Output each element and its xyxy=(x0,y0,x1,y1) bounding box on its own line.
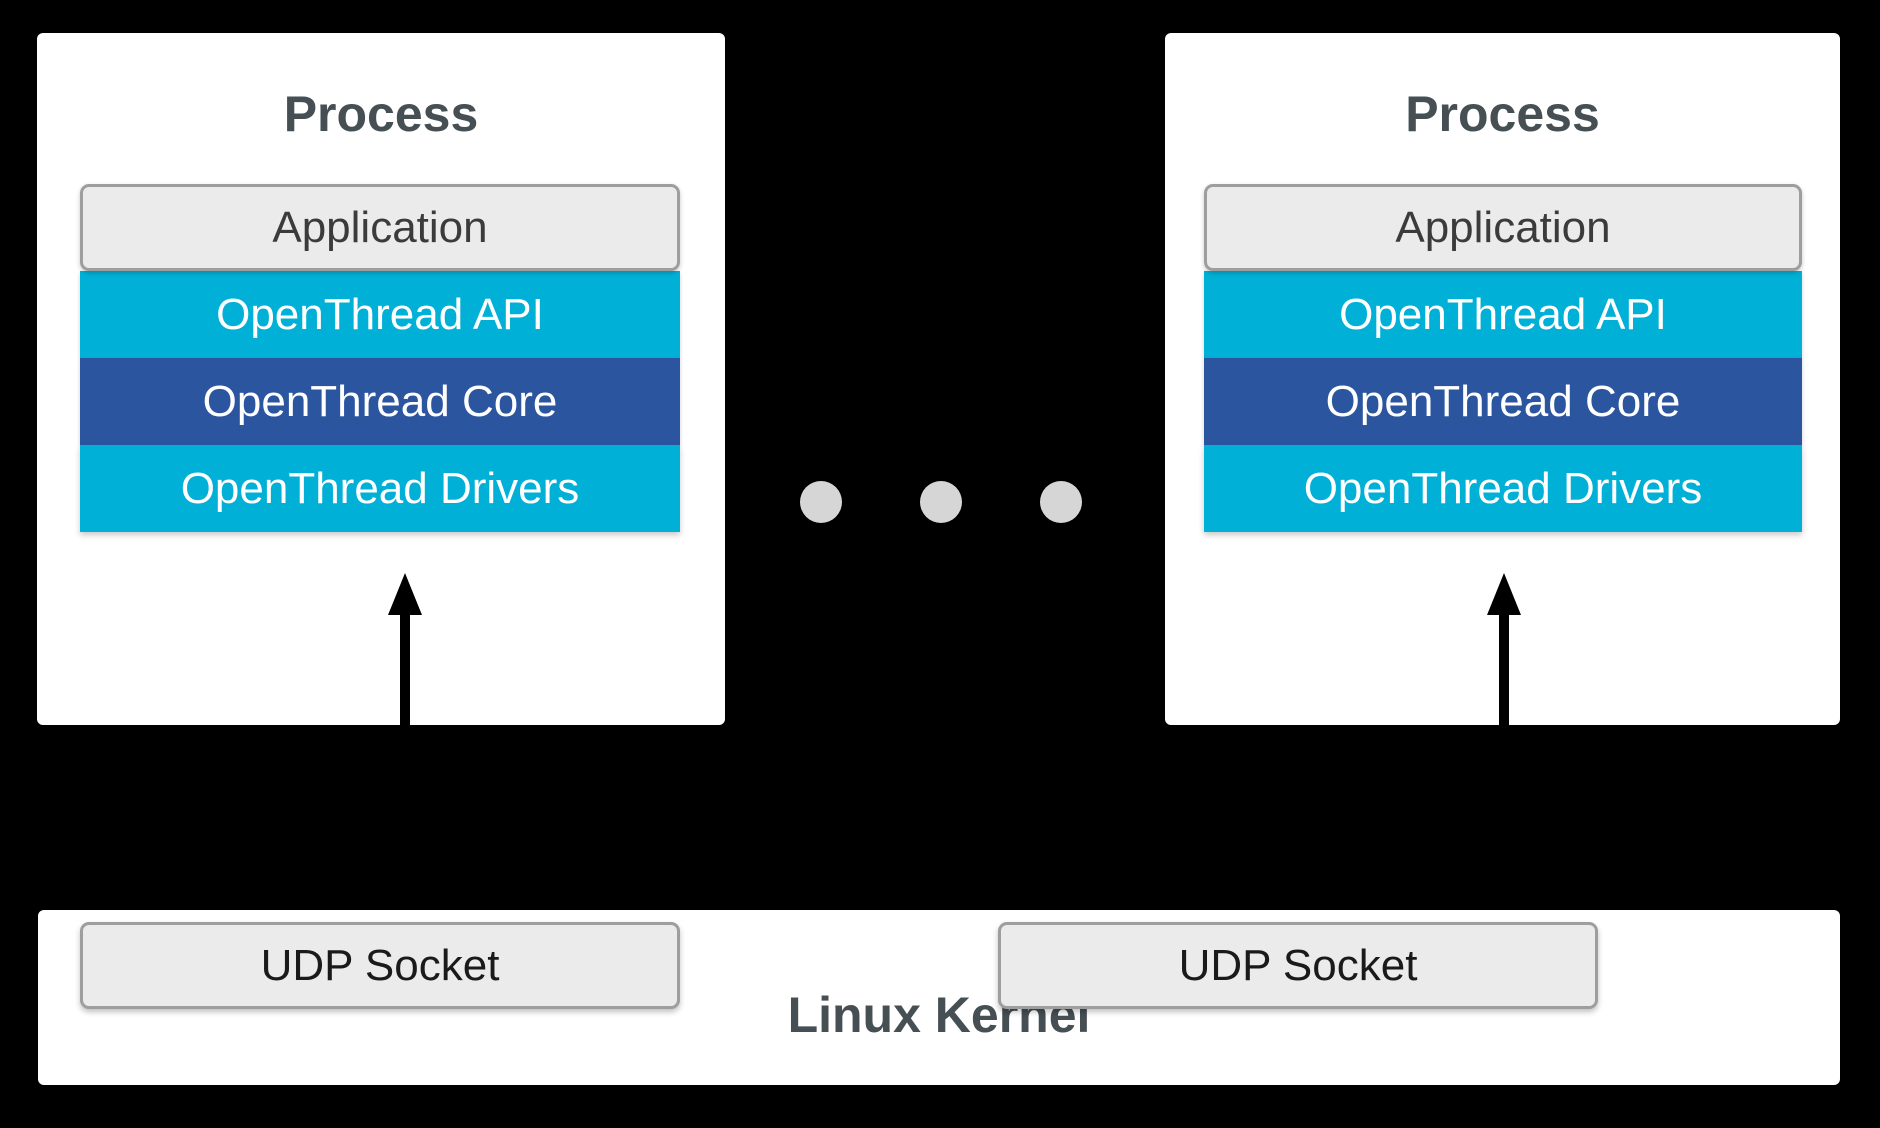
layer-stack-1: Application OpenThread API OpenThread Co… xyxy=(80,184,680,532)
layer-openthread-api-1: OpenThread API xyxy=(80,271,680,358)
layer-openthread-drivers-2: OpenThread Drivers xyxy=(1204,445,1802,532)
socket-to-drivers-arrow-2 xyxy=(1481,569,1527,759)
udp-socket-1: UDP Socket xyxy=(80,922,680,1009)
process-box-1: Process Application OpenThread API OpenT… xyxy=(37,33,725,759)
layer-openthread-core-1: OpenThread Core xyxy=(80,358,680,445)
ellipsis-dot-2 xyxy=(920,481,962,523)
layer-openthread-drivers-1: OpenThread Drivers xyxy=(80,445,680,532)
ellipsis-dot-1 xyxy=(800,481,842,523)
ellipsis-dot-3 xyxy=(1040,481,1082,523)
layer-stack-2: Application OpenThread API OpenThread Co… xyxy=(1204,184,1802,532)
process-ellipsis xyxy=(800,481,1100,525)
layer-openthread-core-2: OpenThread Core xyxy=(1204,358,1802,445)
process-box-2: Process Application OpenThread API OpenT… xyxy=(1165,33,1840,759)
udp-socket-2: UDP Socket xyxy=(998,922,1598,1009)
socket-to-drivers-arrow-1 xyxy=(382,569,428,759)
layer-application-2: Application xyxy=(1204,184,1802,271)
process-title-1: Process xyxy=(283,86,479,142)
process-title-2: Process xyxy=(1405,86,1600,142)
layer-openthread-api-2: OpenThread API xyxy=(1204,271,1802,358)
layer-application-1: Application xyxy=(80,184,680,271)
linux-kernel-box: UDP Socket Linux Kernel UDP Socket xyxy=(38,910,1840,1085)
